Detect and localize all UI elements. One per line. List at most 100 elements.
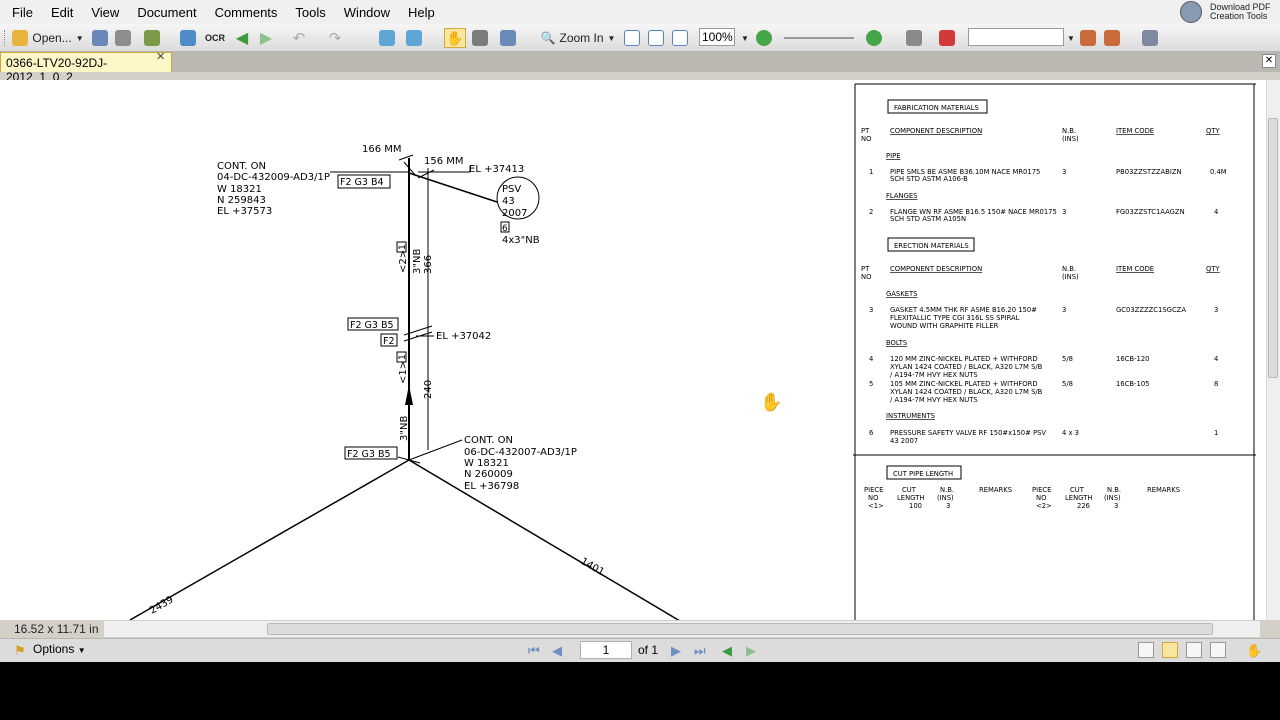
zoom-level-field[interactable]: 100% (699, 28, 735, 46)
zoom-dropdown-button[interactable]: ▼ (740, 28, 750, 48)
spec-box-f2 (380, 333, 398, 347)
facing-view-button[interactable] (1186, 642, 1202, 658)
page-size-label: 16.52 x 11.71 in (14, 622, 99, 636)
find-next-button[interactable] (1104, 28, 1120, 48)
cut-row2-piece: <2> (1036, 502, 1052, 510)
piece-marker-1: <1> (398, 361, 409, 384)
redo-button[interactable]: ↷ (322, 28, 348, 48)
save-button[interactable] (92, 28, 108, 48)
undo-icon: ↶ (292, 30, 306, 47)
search-input[interactable] (968, 28, 1064, 46)
horizontal-scroll-thumb[interactable] (267, 623, 1213, 635)
item5-desc-3: / A194-7M HVY HEX NUTS (890, 396, 978, 404)
next-page-button[interactable]: ▶ (671, 643, 681, 658)
menu-comments[interactable]: Comments (214, 4, 278, 20)
select-icon (500, 30, 516, 46)
spec-f2: F2 (383, 336, 395, 347)
undo-button[interactable]: ↶ (286, 28, 312, 48)
magnifier-icon: 🔍 (540, 31, 556, 45)
rotate-left-button[interactable] (378, 28, 396, 48)
open-button[interactable]: Open...▼ (12, 28, 84, 48)
previous-page-button[interactable]: ◀ (552, 643, 562, 658)
print-button[interactable] (115, 28, 131, 48)
options-button[interactable]: Options ▼ (33, 642, 86, 656)
piece-marker-box-1 (396, 241, 407, 253)
spell-check-button[interactable] (932, 28, 962, 48)
email-button[interactable] (180, 28, 196, 48)
chevron-down-icon: ▼ (1067, 33, 1075, 43)
item2-qty: 4 (1214, 208, 1218, 216)
hand-tool-button[interactable]: ✋ (444, 28, 466, 48)
tab-document[interactable]: 0366-LTV20-92DJ-2012_1_0_2 (0, 52, 172, 84)
share-icon (144, 30, 160, 46)
options-label: Options (33, 642, 75, 656)
menu-help[interactable]: Help (408, 4, 435, 20)
item5-code: 16CB-105 (1116, 380, 1149, 388)
zoom-slider[interactable] (780, 28, 858, 48)
piece-marker-box-2 (396, 351, 407, 363)
minus-icon (756, 30, 772, 46)
toolbar-grip[interactable] (4, 30, 7, 46)
share-button[interactable] (140, 28, 164, 48)
cont2-line5: EL +36798 (464, 481, 519, 492)
chevron-down-icon: ▼ (607, 33, 616, 43)
zoom-out-button[interactable] (756, 28, 772, 48)
page-number-input[interactable]: 1 (580, 641, 632, 659)
continuous-facing-view-button[interactable] (1210, 642, 1226, 658)
menu-tools[interactable]: Tools (295, 4, 326, 20)
fit-page-button[interactable] (648, 28, 664, 48)
item1-desc-2: SCH STD ASTM A106-B (890, 175, 968, 183)
cont1-line2: 04-DC-432009-AD3/1P (217, 172, 330, 183)
menu-window[interactable]: Window (343, 4, 391, 20)
menu-view[interactable]: View (91, 4, 120, 20)
search-dropdown-button[interactable]: ▼ (1066, 28, 1076, 48)
pdf-viewer-window: File Edit View Document Comments Tools W… (0, 0, 1280, 662)
snapshot-button[interactable] (471, 28, 489, 48)
menu-file[interactable]: File (12, 4, 33, 20)
dim-156: 156 MM (424, 156, 464, 167)
menu-edit[interactable]: Edit (50, 4, 74, 20)
section-gaskets: GASKETS (886, 290, 917, 298)
fit-width-icon (672, 30, 688, 46)
document-canvas[interactable]: CONT. ON 04-DC-432009-AD3/1P W 18321 N 2… (0, 80, 1266, 620)
first-page-button[interactable]: ⏮ (528, 643, 540, 658)
erect-title-box (887, 237, 975, 252)
zoom-in-plus-button[interactable] (862, 28, 886, 48)
item2-nb: 3 (1062, 208, 1066, 216)
link-button[interactable] (904, 28, 924, 48)
hand-tool-status-icon[interactable]: ✋ (1246, 643, 1263, 658)
dim-1401: 1401 (579, 556, 607, 578)
tools-options-button[interactable] (1130, 28, 1170, 48)
item4-desc-2: XYLAN 1424 COATED / BLACK, A320 L7M S/B (890, 363, 1043, 371)
cut-hdr-cut-2: LENGTH (897, 494, 924, 502)
dim-156-tick (417, 169, 435, 179)
spec-box-b5b (344, 446, 398, 460)
cut-hdr2-cut-1: CUT (1070, 486, 1085, 494)
last-page-button[interactable]: ⏭ (694, 643, 706, 658)
find-previous-button[interactable] (1080, 28, 1096, 48)
menu-document[interactable]: Document (137, 4, 197, 20)
item2-code: FG03ZZSTC1AAGZN (1116, 208, 1185, 216)
single-page-view-button[interactable] (1138, 642, 1154, 658)
item5-desc-1: 105 MM ZINC-NICKEL PLATED + WITHFORD (890, 380, 1038, 388)
previous-view-button[interactable]: ◀ (722, 643, 732, 658)
next-view-button[interactable]: ▶ (746, 643, 756, 658)
forward-button[interactable]: ▶ (258, 28, 274, 48)
item2-pt: 2 (869, 208, 873, 216)
close-tab-icon[interactable]: ✕ (156, 51, 166, 63)
hdr1-qty: QTY (1206, 127, 1221, 135)
options-flag-icon: ⚑ (14, 643, 26, 658)
close-document-button[interactable]: ✕ (1262, 54, 1276, 68)
vertical-scroll-thumb[interactable] (1268, 118, 1278, 378)
cut-hdr-remarks: REMARKS (979, 486, 1012, 494)
zoom-in-button[interactable]: 🔍Zoom In▼ (540, 28, 616, 48)
continuous-view-button[interactable] (1162, 642, 1178, 658)
select-tool-button[interactable] (496, 28, 520, 48)
rotate-right-button[interactable] (402, 28, 426, 48)
cont1-line1: CONT. ON (217, 161, 266, 172)
fit-width-button[interactable] (672, 28, 688, 48)
actual-size-button[interactable] (624, 28, 640, 48)
back-button[interactable]: ◀ (234, 28, 250, 48)
ocr-button[interactable]: OCR (205, 28, 225, 48)
